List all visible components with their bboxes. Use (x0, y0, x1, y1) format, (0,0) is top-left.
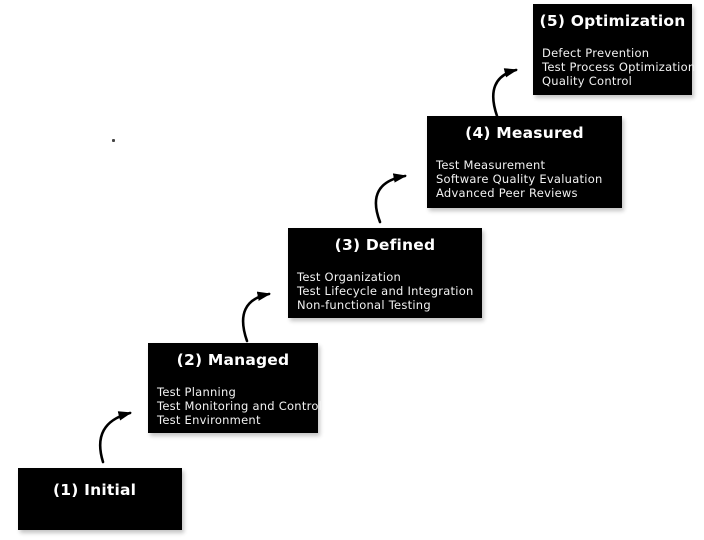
level-item: Software Quality Evaluation (436, 172, 603, 186)
level-item: Test Monitoring and Control (157, 399, 323, 413)
arrow-level4-to-level5-icon (492, 68, 518, 118)
level-item: Advanced Peer Reviews (436, 186, 578, 200)
level-item: Quality Control (542, 74, 633, 88)
level-box-5: (5) Optimization Defect Prevention Test … (533, 4, 696, 95)
level-item: Non-functional Testing (297, 298, 431, 312)
level-items: Test Measurement Software Quality Evalua… (427, 158, 622, 200)
level-item: Test Environment (157, 413, 261, 427)
stray-dot (112, 139, 115, 142)
level-title: (5) Optimization (539, 12, 686, 30)
arrow-level2-to-level3-icon (241, 291, 271, 343)
level-item: Test Organization (297, 270, 402, 284)
level-items: Test Planning Test Monitoring and Contro… (148, 385, 323, 427)
level-item: Test Lifecycle and Integration (297, 284, 474, 298)
level-title: (1) Initial (53, 481, 137, 499)
level-title: (3) Defined (334, 236, 436, 254)
level-box-1: (1) Initial (18, 468, 182, 530)
level-item: Test Process Optimization (542, 60, 696, 74)
level-title: (2) Managed (176, 351, 290, 369)
level-box-2: (2) Managed Test Planning Test Monitorin… (148, 343, 323, 433)
level-items: Test Organization Test Lifecycle and Int… (288, 270, 482, 312)
level-box-3: (3) Defined Test Organization Test Lifec… (288, 228, 482, 318)
level-items: Defect Prevention Test Process Optimizat… (533, 46, 696, 88)
level-item: Defect Prevention (542, 46, 650, 60)
arrow-level3-to-level4-icon (374, 173, 407, 224)
level-title: (4) Measured (465, 124, 584, 142)
level-item: Test Measurement (436, 158, 546, 172)
level-item: Test Planning (157, 385, 237, 399)
arrow-level1-to-level2-icon (98, 411, 132, 464)
level-box-4: (4) Measured Test Measurement Software Q… (427, 116, 622, 208)
